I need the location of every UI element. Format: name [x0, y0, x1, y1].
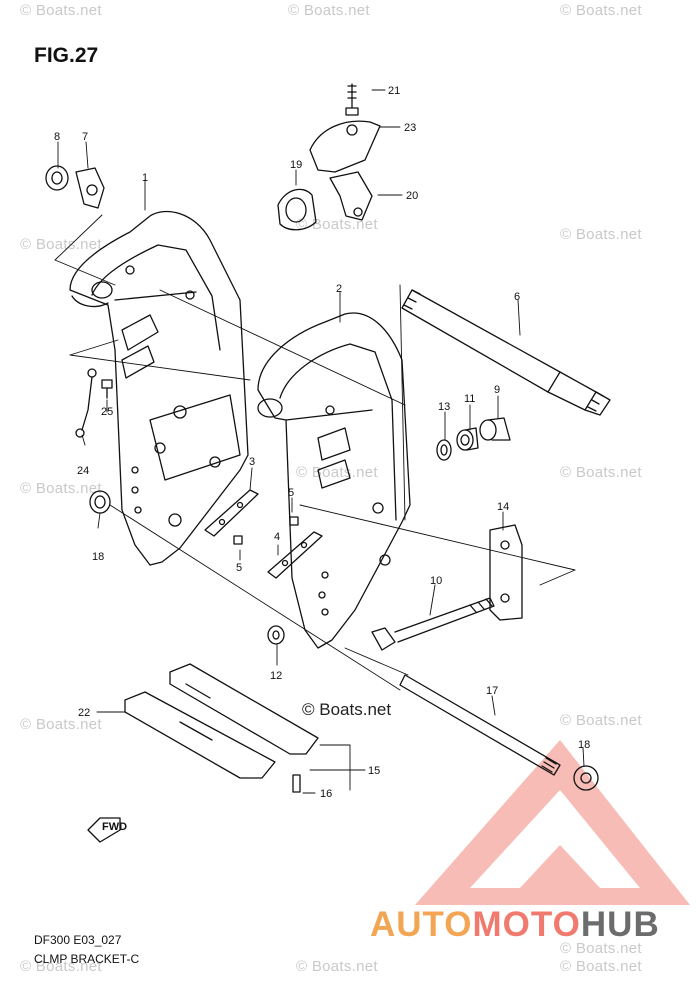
bolt-21 — [345, 83, 359, 116]
nut-18-right — [573, 765, 599, 791]
watermark: © Boats.net — [560, 464, 642, 481]
callout-7: 7 — [82, 131, 88, 143]
cover-23 — [309, 120, 381, 173]
plate-washer-7 — [75, 167, 105, 209]
callout-22: 22 — [78, 707, 90, 719]
callout-2: 2 — [336, 283, 342, 295]
diagram-code: DF300 E03_027 — [34, 933, 122, 947]
bolt-10 — [371, 597, 495, 651]
diagram-name: CLMP BRACKET-C — [34, 952, 140, 966]
callout-20: 20 — [406, 190, 418, 202]
watermark: © Boats.net — [560, 2, 642, 19]
callout-8: 8 — [54, 131, 60, 143]
ground-wire-24 — [75, 368, 97, 438]
callout-3: 3 — [249, 456, 255, 468]
callout-15: 15 — [368, 765, 380, 777]
callout-4: 4 — [274, 531, 280, 543]
watermark: © Boats.net — [288, 2, 370, 19]
support-bar-15 — [169, 663, 319, 755]
watermark: © Boats.net — [560, 712, 642, 729]
watermark: © Boats.net — [20, 958, 102, 975]
watermark: © Boats.net — [560, 958, 642, 975]
callout-11: 11 — [464, 393, 475, 405]
callout-numbers: 1 2 3 4 5 5 6 7 8 9 10 11 12 13 14 15 16… — [54, 85, 590, 800]
anode-19 — [277, 188, 317, 231]
assembly-guide-lines — [54, 214, 576, 691]
watermark: © Boats.net — [560, 226, 642, 243]
callout-18-left: 18 — [92, 551, 104, 563]
plate-3 — [204, 489, 259, 537]
nut-8 — [45, 165, 69, 191]
callout-23: 23 — [404, 122, 416, 134]
watermark: © Boats.net — [20, 2, 102, 19]
bushing-9 — [479, 417, 511, 441]
bolt-25 — [101, 379, 113, 399]
brand-logo-triangle — [415, 740, 690, 905]
watermark-inline: © Boats.net — [302, 700, 392, 719]
watermark: © Boats.net — [296, 958, 378, 975]
fwd-label: FWD — [102, 821, 127, 833]
watermark: © Boats.net — [20, 716, 102, 733]
clamp-bracket-right — [257, 312, 411, 649]
callout-10: 10 — [430, 575, 442, 587]
leader-lines — [57, 89, 585, 794]
brand-logo-text: AUTOMOTOHUB — [370, 905, 660, 945]
nut-18-left — [89, 490, 111, 514]
callout-18-right: 18 — [578, 739, 590, 751]
watermark: © Boats.net — [20, 480, 102, 497]
watermark: © Boats.net — [296, 464, 378, 481]
callout-12: 12 — [270, 670, 282, 682]
callout-24: 24 — [77, 465, 89, 477]
callout-25: 25 — [101, 406, 113, 418]
fwd-arrow-icon — [87, 817, 121, 843]
brand-part-1: AUTO — [370, 905, 473, 944]
support-bar-22 — [124, 691, 276, 779]
callout-5-lower: 5 — [236, 562, 242, 574]
callout-1: 1 — [142, 172, 148, 184]
callout-14: 14 — [497, 501, 509, 513]
washer-13 — [436, 439, 452, 461]
callout-17: 17 — [486, 685, 498, 697]
figure-title: FIG.27 — [34, 44, 99, 67]
callout-5-upper: 5 — [288, 487, 294, 499]
watermark: © Boats.net — [296, 216, 378, 233]
callout-13: 13 — [438, 401, 450, 413]
brand-part-2: MOTO — [472, 905, 581, 944]
callout-21: 21 — [388, 85, 400, 97]
callout-19: 19 — [290, 159, 302, 171]
washer-12 — [267, 625, 285, 645]
callout-16: 16 — [320, 788, 332, 800]
watermark: © Boats.net — [560, 940, 642, 957]
bolt-5-upper — [289, 516, 299, 526]
callout-6: 6 — [514, 291, 520, 303]
plate-4 — [267, 531, 323, 579]
bolt-16 — [292, 774, 301, 793]
tilt-tube — [401, 289, 611, 416]
callout-9: 9 — [494, 384, 500, 396]
washer-11 — [456, 427, 479, 451]
stopper-plate — [489, 524, 523, 621]
bracket-20 — [329, 171, 373, 221]
tilt-bolt-17 — [399, 674, 561, 776]
clamp-bracket-left — [69, 210, 249, 566]
watermark: © Boats.net — [20, 236, 102, 253]
brand-part-3: HUB — [580, 905, 660, 944]
bolt-5-lower — [233, 535, 243, 545]
